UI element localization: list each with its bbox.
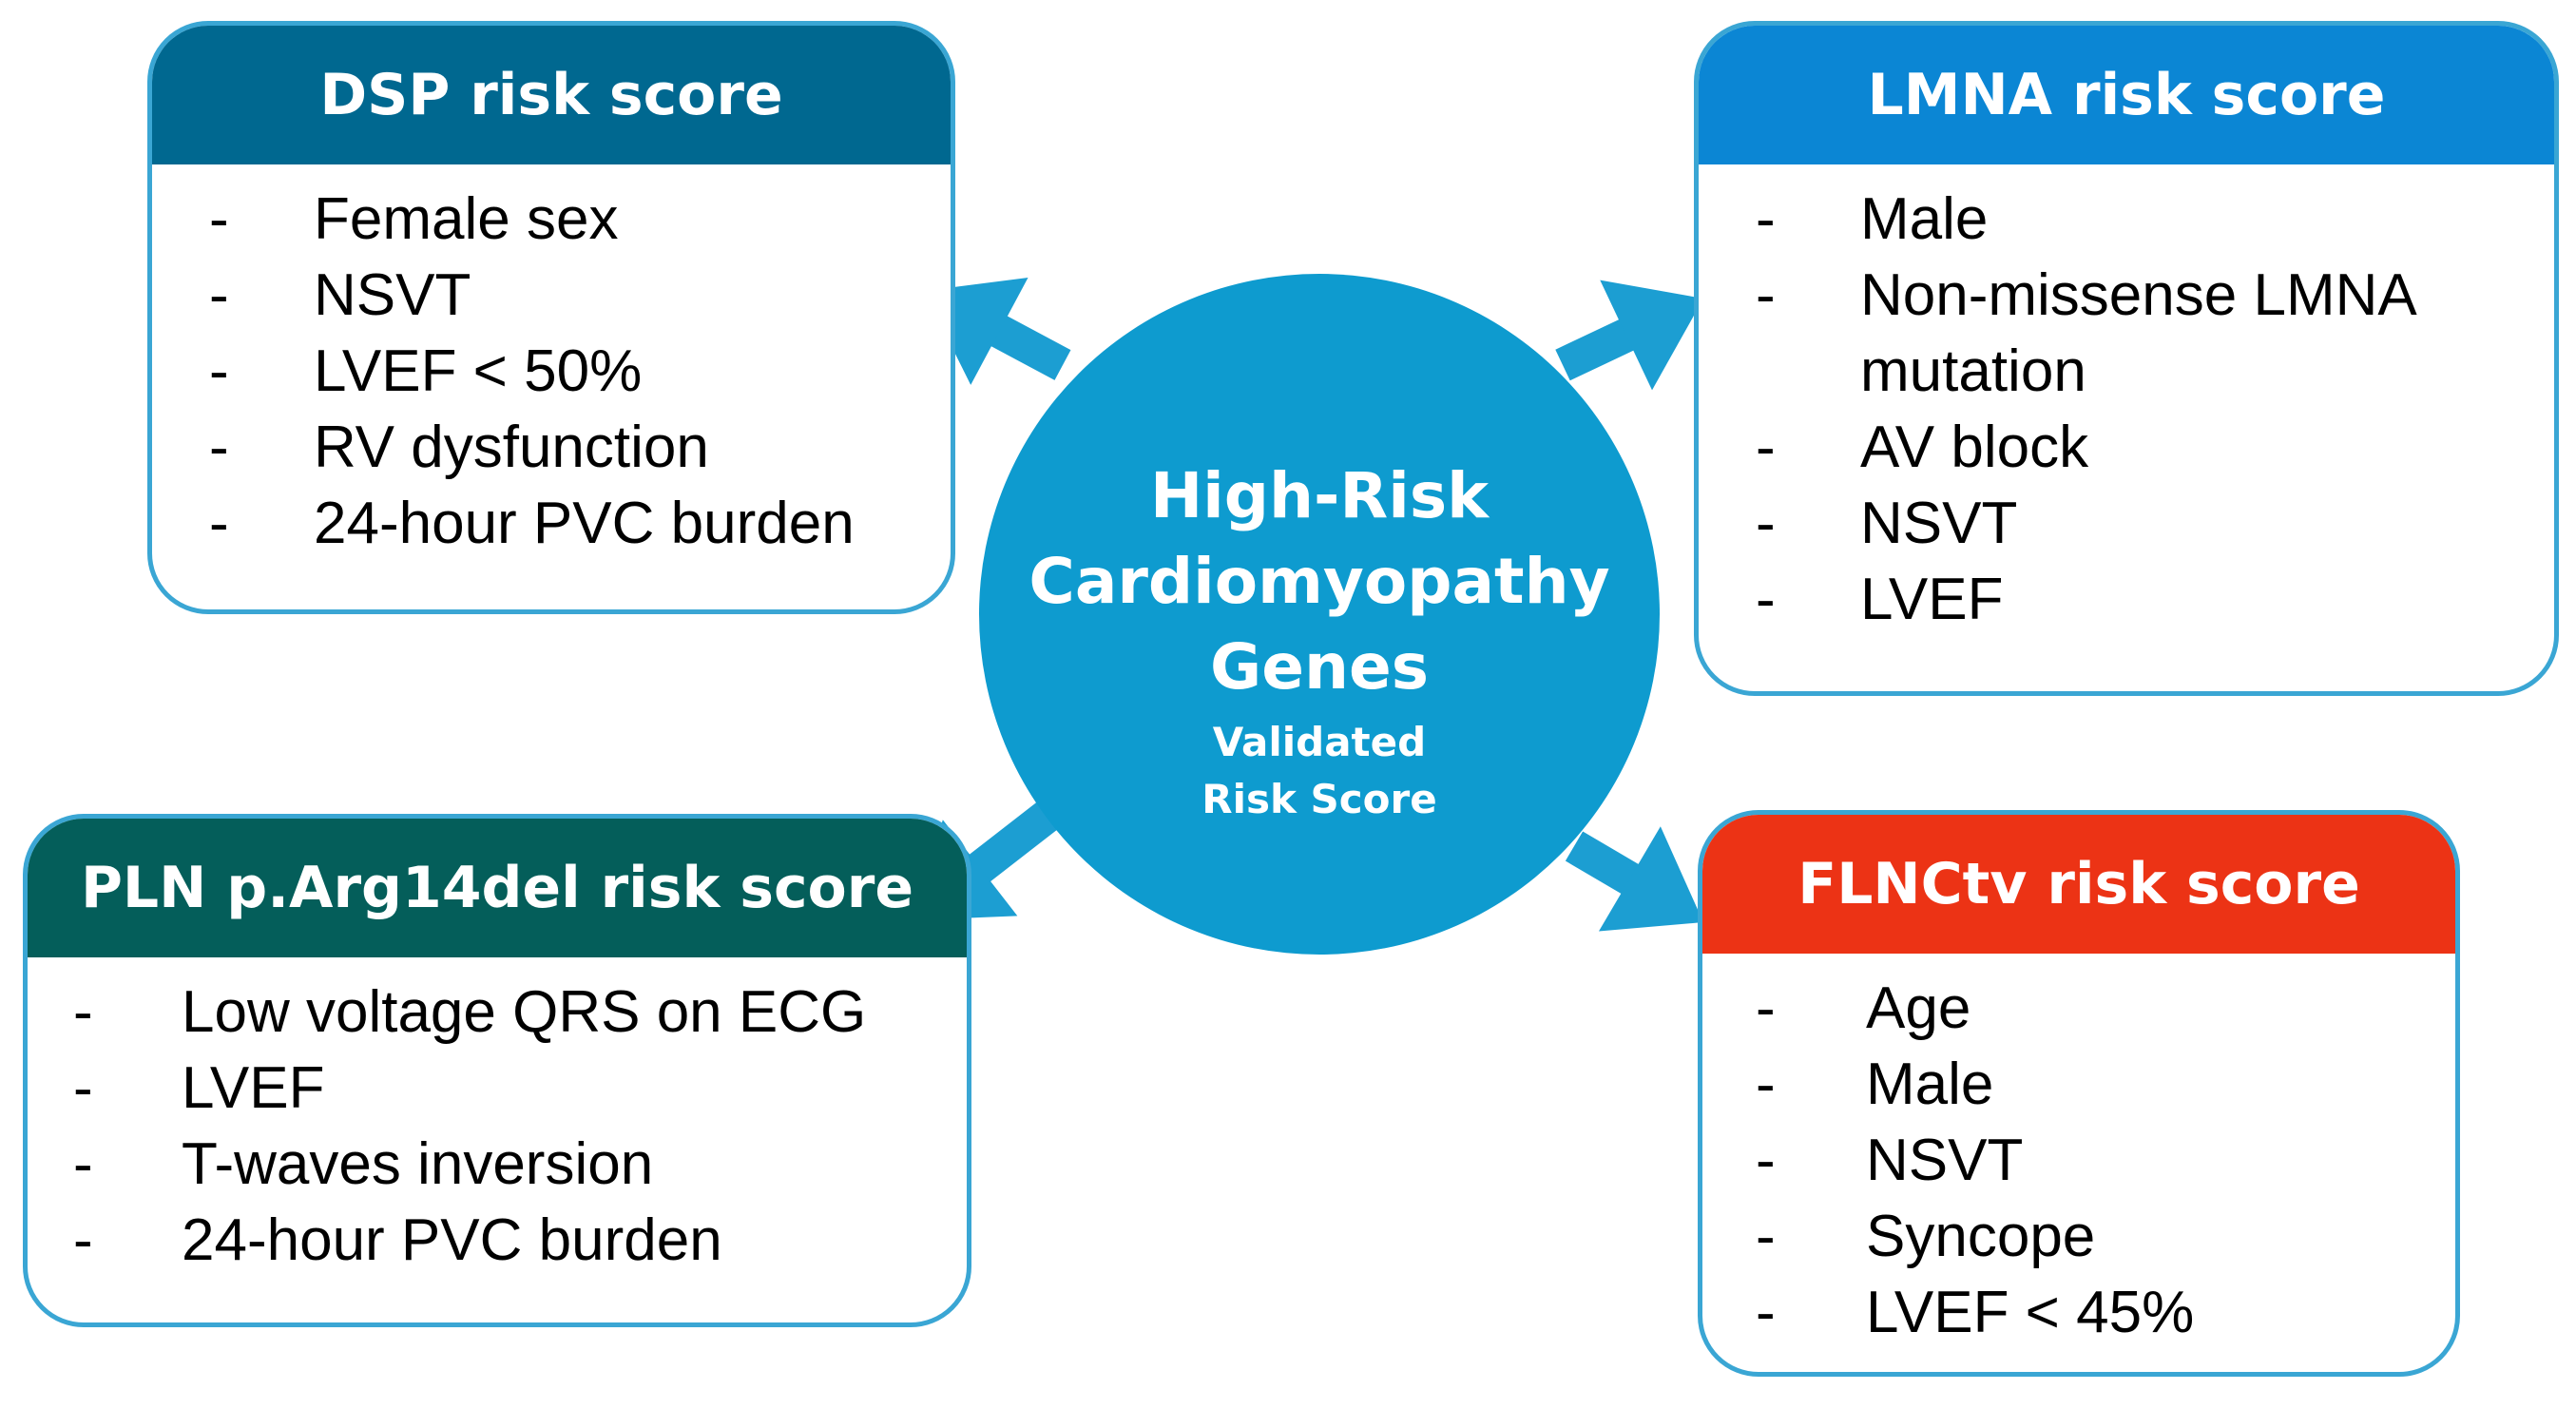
arrow-shaft: [988, 314, 1071, 380]
risk-factor: 24-hour PVC burden: [314, 491, 855, 556]
hub-subtitle-line: Validated: [1212, 719, 1427, 765]
risk-factor: 24-hour PVC burden: [182, 1207, 722, 1273]
risk-factor: LVEF < 50%: [314, 338, 643, 404]
list-item: - LVEF < 50%: [152, 334, 951, 410]
list-marker: -: [73, 1207, 93, 1273]
hub-title-line: Genes: [1210, 630, 1429, 704]
risk-factor: NSVT: [1860, 491, 2018, 556]
dsp-card-title: DSP risk score: [319, 62, 783, 128]
list-marker: -: [209, 186, 229, 252]
list-marker: -: [1756, 567, 1776, 632]
list-marker: -: [209, 338, 229, 404]
pln-card-title: PLN p.Arg14del risk score: [80, 855, 914, 921]
list-item: - Female sex: [152, 182, 951, 258]
hub-title-line: High-Risk: [1149, 459, 1490, 532]
list-marker: -: [1756, 415, 1776, 480]
pln-factor-list: - Low voltage QRS on ECG - LVEF - T-waves i…: [28, 957, 967, 1279]
flnc-card-title: FLNCtv risk score: [1797, 851, 2360, 917]
list-marker: -: [1756, 491, 1776, 556]
central-hub: High-Risk Cardiomyopathy Genes Validated…: [979, 274, 1660, 955]
arrow-shaft: [1555, 318, 1637, 381]
list-item: - Age: [1702, 971, 2455, 1047]
risk-factor: Syncope: [1866, 1204, 2096, 1269]
arrow-shaft: [1565, 831, 1643, 896]
risk-factor: Female sex: [314, 186, 619, 252]
list-item: - NSVT: [1699, 486, 2554, 562]
flnc-risk-card: FLNCtv risk score - Age - Male - NSVT - Sync…: [1698, 810, 2460, 1377]
list-item: - 24-hour PVC burden: [152, 486, 951, 562]
list-item: - Male: [1699, 182, 2554, 258]
risk-factor: AV block: [1860, 415, 2089, 480]
list-item: - Non-missense LMNA mutation: [1699, 258, 2554, 410]
risk-factor: Low voltage QRS on ECG: [182, 979, 867, 1045]
dsp-risk-card: DSP risk score - Female sex - NSVT - LVEF <…: [147, 21, 955, 614]
risk-factor: RV dysfunction: [314, 415, 709, 480]
lmna-factor-list: - Male - Non-missense LMNA mutation - AV bl…: [1699, 164, 2554, 638]
risk-factor: NSVT: [314, 262, 471, 328]
list-marker: -: [1756, 186, 1776, 252]
risk-factor: Age: [1866, 975, 1971, 1041]
dsp-factor-list: - Female sex - NSVT - LVEF < 50% - RV dysfun…: [152, 164, 951, 562]
list-item: - T-waves inversion: [28, 1127, 967, 1203]
list-marker: -: [209, 415, 229, 480]
list-item: - Low voltage QRS on ECG: [28, 975, 967, 1051]
risk-factor: LVEF < 45%: [1866, 1280, 2195, 1345]
risk-factor: NSVT: [1866, 1128, 2024, 1193]
lmna-risk-card: LMNA risk score - Male - Non-missense LMNA…: [1694, 21, 2559, 696]
risk-factor: LVEF: [182, 1055, 325, 1121]
arrow-head: [1600, 280, 1703, 391]
hub-subtitle-line: Risk Score: [1201, 776, 1437, 822]
list-item: - AV block: [1699, 410, 2554, 486]
list-marker: -: [73, 1131, 93, 1197]
hub-title-line: Cardiomyopathy: [1028, 545, 1610, 618]
list-item: - LVEF: [1699, 562, 2554, 638]
list-marker: -: [209, 262, 229, 328]
risk-factor: Non-missense LMNA mutation: [1860, 262, 2414, 404]
risk-factor: Male: [1866, 1052, 1994, 1117]
lmna-card-title: LMNA risk score: [1867, 62, 2386, 128]
list-item: - Syncope: [1702, 1199, 2455, 1275]
list-marker: -: [1756, 1128, 1776, 1193]
risk-factor: LVEF: [1860, 567, 2004, 632]
list-marker: -: [73, 1055, 93, 1121]
list-item: - NSVT: [152, 258, 951, 334]
list-marker: -: [1756, 975, 1776, 1041]
list-marker: -: [1756, 262, 1776, 328]
flnc-factor-list: - Age - Male - NSVT - Syncope - LVEF < 45%: [1702, 954, 2455, 1351]
list-marker: -: [73, 979, 93, 1045]
list-item: - NSVT: [1702, 1123, 2455, 1199]
arrow-shaft: [966, 794, 1068, 884]
list-marker: -: [1756, 1280, 1776, 1345]
list-item: - 24-hour PVC burden: [28, 1203, 967, 1279]
risk-factor: Male: [1860, 186, 1989, 252]
pln-card-header: PLN p.Arg14del risk score: [28, 819, 967, 957]
arrow-to-lmna: [1555, 280, 1703, 391]
list-marker: -: [1756, 1204, 1776, 1269]
list-item: - Male: [1702, 1047, 2455, 1123]
pln-risk-card: PLN p.Arg14del risk score - Low voltage Q…: [23, 814, 971, 1327]
list-item: - LVEF < 45%: [1702, 1275, 2455, 1351]
list-marker: -: [209, 491, 229, 556]
lmna-card-header: LMNA risk score: [1699, 26, 2554, 164]
flnc-card-header: FLNCtv risk score: [1702, 815, 2455, 954]
list-marker: -: [1756, 1052, 1776, 1117]
arrow-head: [1598, 826, 1703, 932]
list-item: - LVEF: [28, 1051, 967, 1127]
list-item: - RV dysfunction: [152, 410, 951, 486]
risk-factor: T-waves inversion: [182, 1131, 654, 1197]
dsp-card-header: DSP risk score: [152, 26, 951, 164]
arrow-to-flnc: [1565, 826, 1703, 932]
